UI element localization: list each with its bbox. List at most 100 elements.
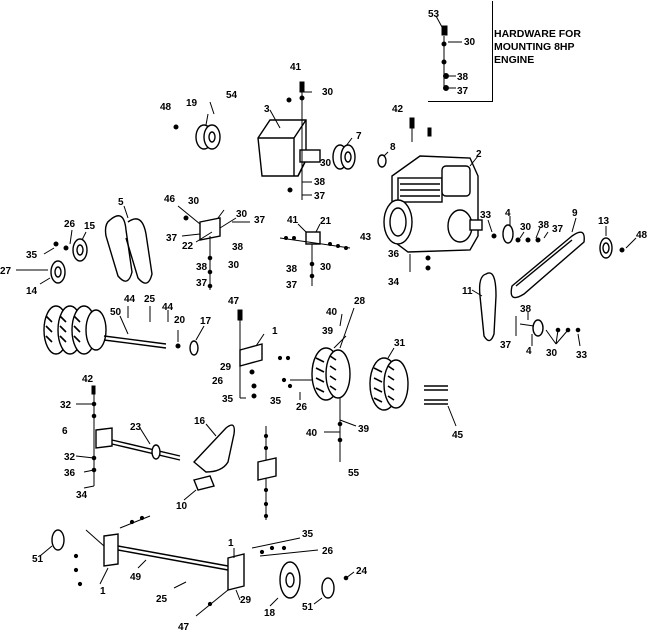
callout-47: 47 (178, 622, 190, 633)
bracket-part (177, 205, 250, 290)
callout-19: 19 (186, 98, 198, 109)
pulley-part (173, 101, 221, 150)
callout-32: 32 (64, 452, 76, 463)
callout-1: 1 (228, 538, 234, 549)
callout-8: 8 (390, 142, 396, 153)
plate-part (183, 475, 215, 501)
tire-part (369, 347, 409, 411)
callout-37: 37 (552, 224, 564, 235)
callout-30: 30 (320, 158, 332, 169)
bracket-part (237, 309, 291, 399)
callout-16: 16 (194, 416, 206, 427)
callout-42: 42 (392, 104, 404, 115)
callout-14: 14 (26, 286, 38, 297)
callout-29: 29 (220, 362, 232, 373)
callout-44: 44 (124, 294, 136, 305)
callout-38: 38 (457, 72, 469, 83)
callout-37: 37 (196, 278, 208, 289)
callout-38: 38 (232, 242, 244, 253)
callout-27: 27 (0, 266, 12, 277)
callout-40: 40 (306, 428, 318, 439)
pulley-part (16, 229, 88, 285)
callout-26: 26 (322, 546, 334, 557)
engine-mount-hardware (435, 15, 462, 91)
callout-22: 22 (182, 241, 194, 252)
callout-26: 26 (296, 402, 308, 413)
callout-39: 39 (358, 424, 370, 435)
callout-30: 30 (520, 222, 532, 233)
callout-38: 38 (196, 262, 208, 273)
callout-36: 36 (64, 468, 76, 479)
callout-37: 37 (457, 86, 469, 97)
callout-41: 41 (290, 62, 302, 73)
callout-37: 37 (314, 191, 326, 202)
hardware-bracket (428, 1, 493, 102)
callout-35: 35 (302, 529, 314, 540)
callout-21: 21 (320, 216, 332, 227)
bracket-part (75, 385, 181, 489)
callout-35: 35 (270, 396, 282, 407)
bolt-part (441, 25, 448, 36)
callout-1: 1 (100, 586, 106, 597)
callout-25: 25 (144, 294, 156, 305)
callout-30: 30 (464, 37, 476, 48)
callout-45: 45 (452, 430, 464, 441)
callout-18: 18 (264, 608, 276, 619)
callout-42: 42 (82, 374, 94, 385)
callout-6: 6 (62, 426, 68, 437)
callout-26: 26 (212, 376, 224, 387)
callout-15: 15 (84, 221, 96, 232)
callout-1: 1 (272, 326, 278, 337)
callout-43: 43 (360, 232, 372, 243)
callout-13: 13 (598, 216, 610, 227)
pulley-part (332, 137, 389, 170)
callout-51: 51 (32, 554, 44, 565)
callout-48: 48 (160, 102, 172, 113)
hardware-note-line: HARDWARE FOR (494, 28, 581, 40)
callout-53: 53 (428, 9, 440, 20)
gearbox-part (257, 109, 321, 177)
hardware-note-line: MOUNTING 8HP (494, 41, 575, 53)
callout-17: 17 (200, 316, 212, 327)
callout-33: 33 (576, 350, 588, 361)
callout-30: 30 (236, 209, 248, 220)
callout-31: 31 (394, 338, 406, 349)
callout-10: 10 (176, 501, 188, 512)
wheel-bolts (424, 385, 457, 427)
callout-23: 23 (130, 422, 142, 433)
callout-3: 3 (264, 104, 270, 115)
callout-41: 41 (287, 215, 299, 226)
callout-11: 11 (462, 286, 473, 297)
callout-30: 30 (322, 87, 334, 98)
callout-36: 36 (388, 249, 400, 260)
bracket-part (279, 223, 351, 286)
callout-49: 49 (130, 572, 142, 583)
callout-37: 37 (500, 340, 512, 351)
callout-35: 35 (26, 250, 38, 261)
gearbox-bolts (286, 81, 312, 200)
callout-39: 39 (322, 326, 334, 337)
callout-24: 24 (356, 566, 368, 577)
callout-54: 54 (226, 90, 238, 101)
callout-37: 37 (254, 215, 266, 226)
belt-part (104, 205, 153, 284)
callout-35: 35 (222, 394, 234, 405)
tire-part (281, 307, 355, 401)
callout-46: 46 (164, 194, 176, 205)
callout-25: 25 (156, 594, 168, 605)
callout-44: 44 (162, 302, 174, 313)
callout-38: 38 (286, 264, 298, 275)
callout-37: 37 (166, 233, 178, 244)
callout-40: 40 (326, 307, 338, 318)
callout-32: 32 (60, 400, 72, 411)
hardware-note: HARDWARE FOR MOUNTING 8HP ENGINE (494, 28, 644, 67)
callout-37: 37 (286, 280, 298, 291)
callout-4: 4 (505, 208, 511, 219)
callout-labels: 53 30 38 37 41 30 3 48 19 54 42 2 7 8 30… (0, 9, 648, 633)
callout-30: 30 (188, 196, 200, 207)
belt-part (471, 272, 581, 347)
hardware-note-line: ENGINE (494, 54, 535, 66)
callout-2: 2 (476, 149, 482, 160)
